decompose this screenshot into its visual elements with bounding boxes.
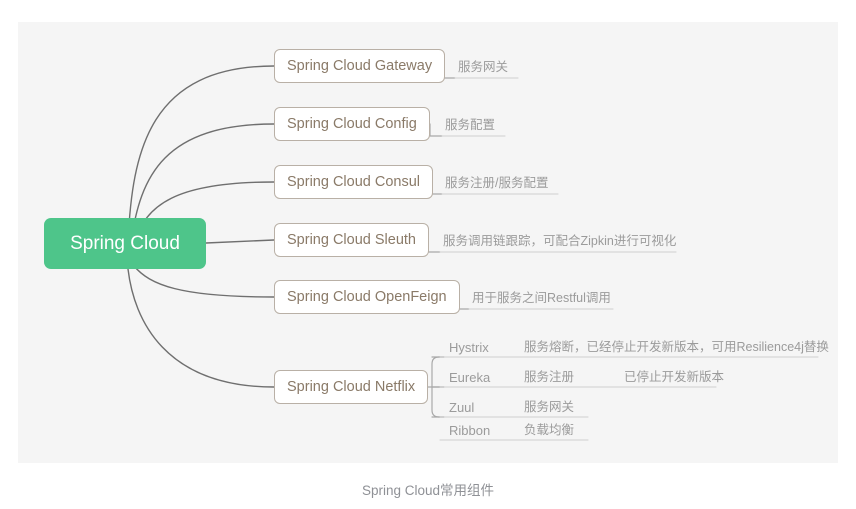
- node-label: Spring Cloud Consul: [287, 173, 420, 190]
- node-spring-cloud-openfeign[interactable]: Spring Cloud OpenFeign: [274, 280, 460, 314]
- desc-openfeign: 用于服务之间Restful调用: [472, 291, 611, 305]
- netflix-child-desc-eureka: 服务注册: [524, 370, 575, 384]
- desc-config: 服务配置: [445, 118, 496, 132]
- desc-gateway: 服务网关: [458, 60, 509, 74]
- netflix-child-desc2-eureka: 已停止开发新版本: [624, 370, 725, 384]
- netflix-child-label-ribbon[interactable]: Ribbon: [449, 423, 491, 438]
- node-spring-cloud-gateway[interactable]: Spring Cloud Gateway: [274, 49, 446, 83]
- node-label: Spring Cloud Netflix: [287, 378, 416, 395]
- node-label: Spring Cloud Config: [287, 115, 417, 132]
- netflix-child-label-eureka[interactable]: Eureka: [449, 370, 491, 385]
- node-label: Spring Cloud Gateway: [287, 57, 433, 74]
- node-label: Spring Cloud Sleuth: [287, 231, 416, 248]
- figure-caption: Spring Cloud常用组件: [361, 483, 495, 498]
- netflix-child-desc-zuul: 服务网关: [524, 400, 575, 414]
- node-spring-cloud-netflix[interactable]: Spring Cloud Netflix: [274, 370, 429, 404]
- root-node-label: Spring Cloud: [70, 232, 180, 254]
- desc-sleuth: 服务调用链跟踪，可配合Zipkin进行可视化: [443, 234, 677, 248]
- desc-consul: 服务注册/服务配置: [445, 176, 549, 190]
- node-label: Spring Cloud OpenFeign: [287, 288, 447, 305]
- netflix-child-label-zuul[interactable]: Zuul: [449, 400, 475, 415]
- node-spring-cloud-sleuth[interactable]: Spring Cloud Sleuth: [274, 223, 429, 257]
- netflix-child-desc-hystrix: 服务熔断，已经停止开发新版本，可用Resilience4j替换: [524, 340, 829, 354]
- root-node-spring-cloud[interactable]: Spring Cloud: [44, 218, 206, 269]
- netflix-child-desc-ribbon: 负载均衡: [524, 423, 575, 437]
- netflix-child-label-hystrix[interactable]: Hystrix: [449, 340, 489, 355]
- node-spring-cloud-config[interactable]: Spring Cloud Config: [274, 107, 430, 141]
- node-spring-cloud-consul[interactable]: Spring Cloud Consul: [274, 165, 433, 199]
